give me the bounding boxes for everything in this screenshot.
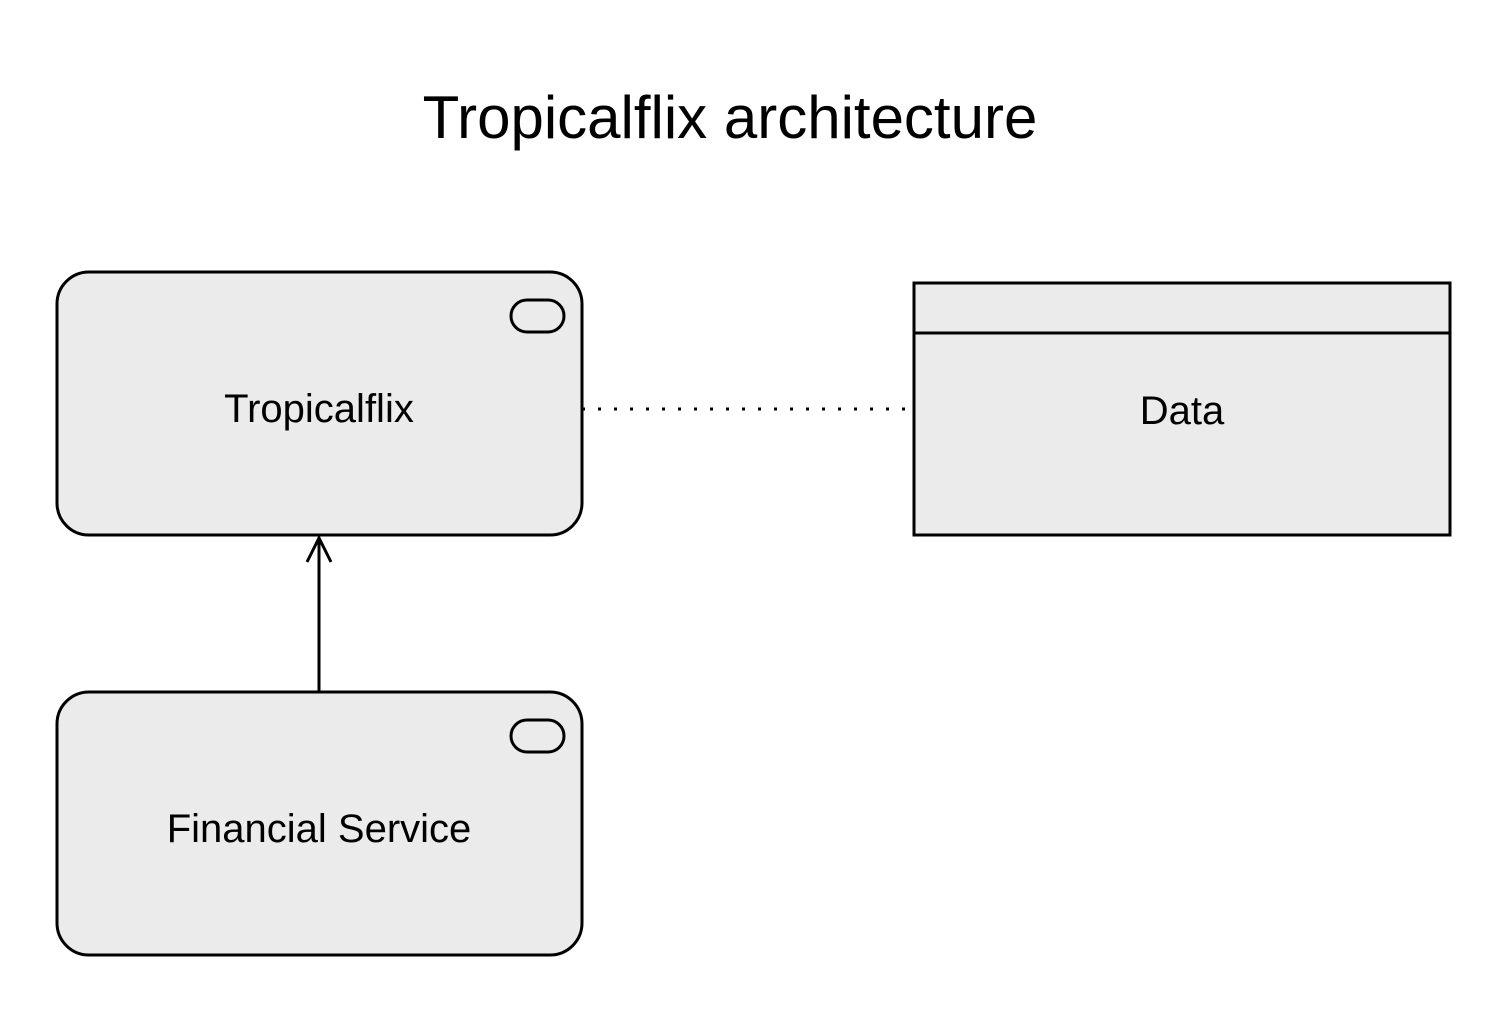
node-data[interactable]: Data bbox=[912, 281, 1452, 537]
node-tropicalflix[interactable]: Tropicalflix bbox=[55, 270, 584, 537]
edge-financial-service-to-tropicalflix[interactable] bbox=[305, 534, 333, 691]
node-label-financial-service: Financial Service bbox=[167, 807, 472, 851]
component-pill-icon bbox=[509, 718, 566, 754]
component-pill-icon bbox=[509, 298, 566, 334]
node-label-tropicalflix: Tropicalflix bbox=[224, 387, 414, 431]
node-financial-service[interactable]: Financial Service bbox=[55, 690, 584, 957]
node-label-data: Data bbox=[1140, 389, 1225, 433]
diagram-title: Tropicalflix architecture bbox=[423, 84, 1038, 151]
